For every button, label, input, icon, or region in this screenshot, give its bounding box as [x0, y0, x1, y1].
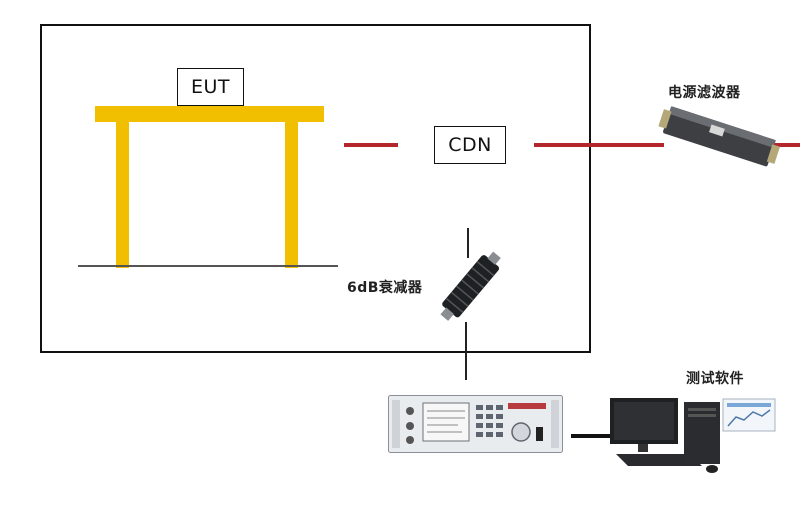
generator-pc-link: [571, 434, 611, 438]
attenuator-label: 6dB衰减器: [347, 280, 423, 296]
eut-table-leg-left: [116, 122, 129, 268]
test-chamber: [40, 24, 591, 353]
test-software-label: 测试软件: [686, 371, 744, 387]
power-line-segment-1: [344, 143, 398, 147]
coax-lower: [465, 322, 467, 380]
ground-plane: [78, 265, 338, 267]
cdn-label: CDN: [434, 126, 506, 164]
eut-table-leg-right: [285, 122, 298, 268]
power-filter-label: 电源滤波器: [668, 85, 741, 101]
attenuator-icon: [440, 251, 501, 321]
power-line-segment-3: [760, 143, 800, 147]
computer-icon: [610, 398, 776, 473]
eut-table-top: [95, 106, 324, 122]
power-line-segment-2: [534, 143, 664, 147]
coax-upper: [467, 228, 469, 258]
signal-generator-icon: [388, 395, 563, 453]
eut-label: EUT: [177, 68, 244, 106]
power-filter-icon: [658, 106, 780, 167]
